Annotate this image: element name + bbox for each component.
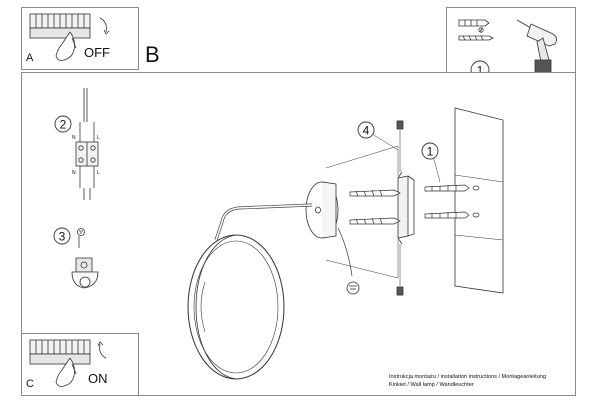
lamp-arm — [214, 203, 313, 241]
panel-a-letter: A — [26, 52, 34, 64]
ground-cable — [337, 227, 353, 277]
step-4-circle — [357, 121, 375, 139]
ground-terminal-illustration — [71, 228, 99, 289]
wire-connector-illustration — [75, 88, 99, 200]
panel-c-switch-on: C ON — [21, 333, 139, 396]
caption-product: Kinkiet / Wall lamp / Wandleuchter — [389, 382, 474, 388]
dowel-icon — [458, 19, 490, 27]
panel-c-letter: C — [26, 378, 34, 390]
wire-label-l-bottom: L — [97, 170, 100, 176]
step-3-number: 3 — [59, 230, 66, 244]
drill-icon — [516, 19, 557, 75]
step-2-number: 2 — [60, 118, 67, 132]
panel-a-switch-off: A OFF — [21, 7, 139, 70]
screw-pair — [349, 189, 401, 225]
wire-label-l-top: L — [97, 135, 100, 141]
mounting-bracket — [397, 171, 415, 245]
dowel-pair — [424, 184, 480, 219]
step-3-circle — [53, 227, 71, 245]
lamp-shade — [187, 234, 285, 380]
lamp-canopy — [305, 181, 339, 239]
step-1-number: 1 — [427, 145, 434, 159]
panel-c-on-label: ON — [88, 371, 108, 386]
step-1-circle — [421, 142, 439, 160]
step-4-number: 4 — [363, 124, 370, 138]
step-1-top-number: 1 — [477, 64, 484, 78]
step-2-circle — [54, 115, 72, 133]
caption-instructions: Instrukcja montażu / installation instru… — [389, 374, 547, 380]
section-b-letter: B — [145, 42, 160, 67]
screw-icon — [458, 35, 494, 41]
wire-label-n-top: N — [72, 135, 76, 141]
ground-symbol-icon — [346, 281, 360, 295]
terminal-block-off-illustration — [29, 13, 110, 61]
panel-a-off-label: OFF — [84, 45, 110, 60]
bottom-screw-icon — [396, 286, 404, 296]
terminal-block-on-illustration — [29, 339, 107, 387]
wire-label-n-bottom: N — [72, 170, 76, 176]
wall-illustration — [454, 107, 504, 294]
top-screw-icon — [396, 120, 404, 130]
